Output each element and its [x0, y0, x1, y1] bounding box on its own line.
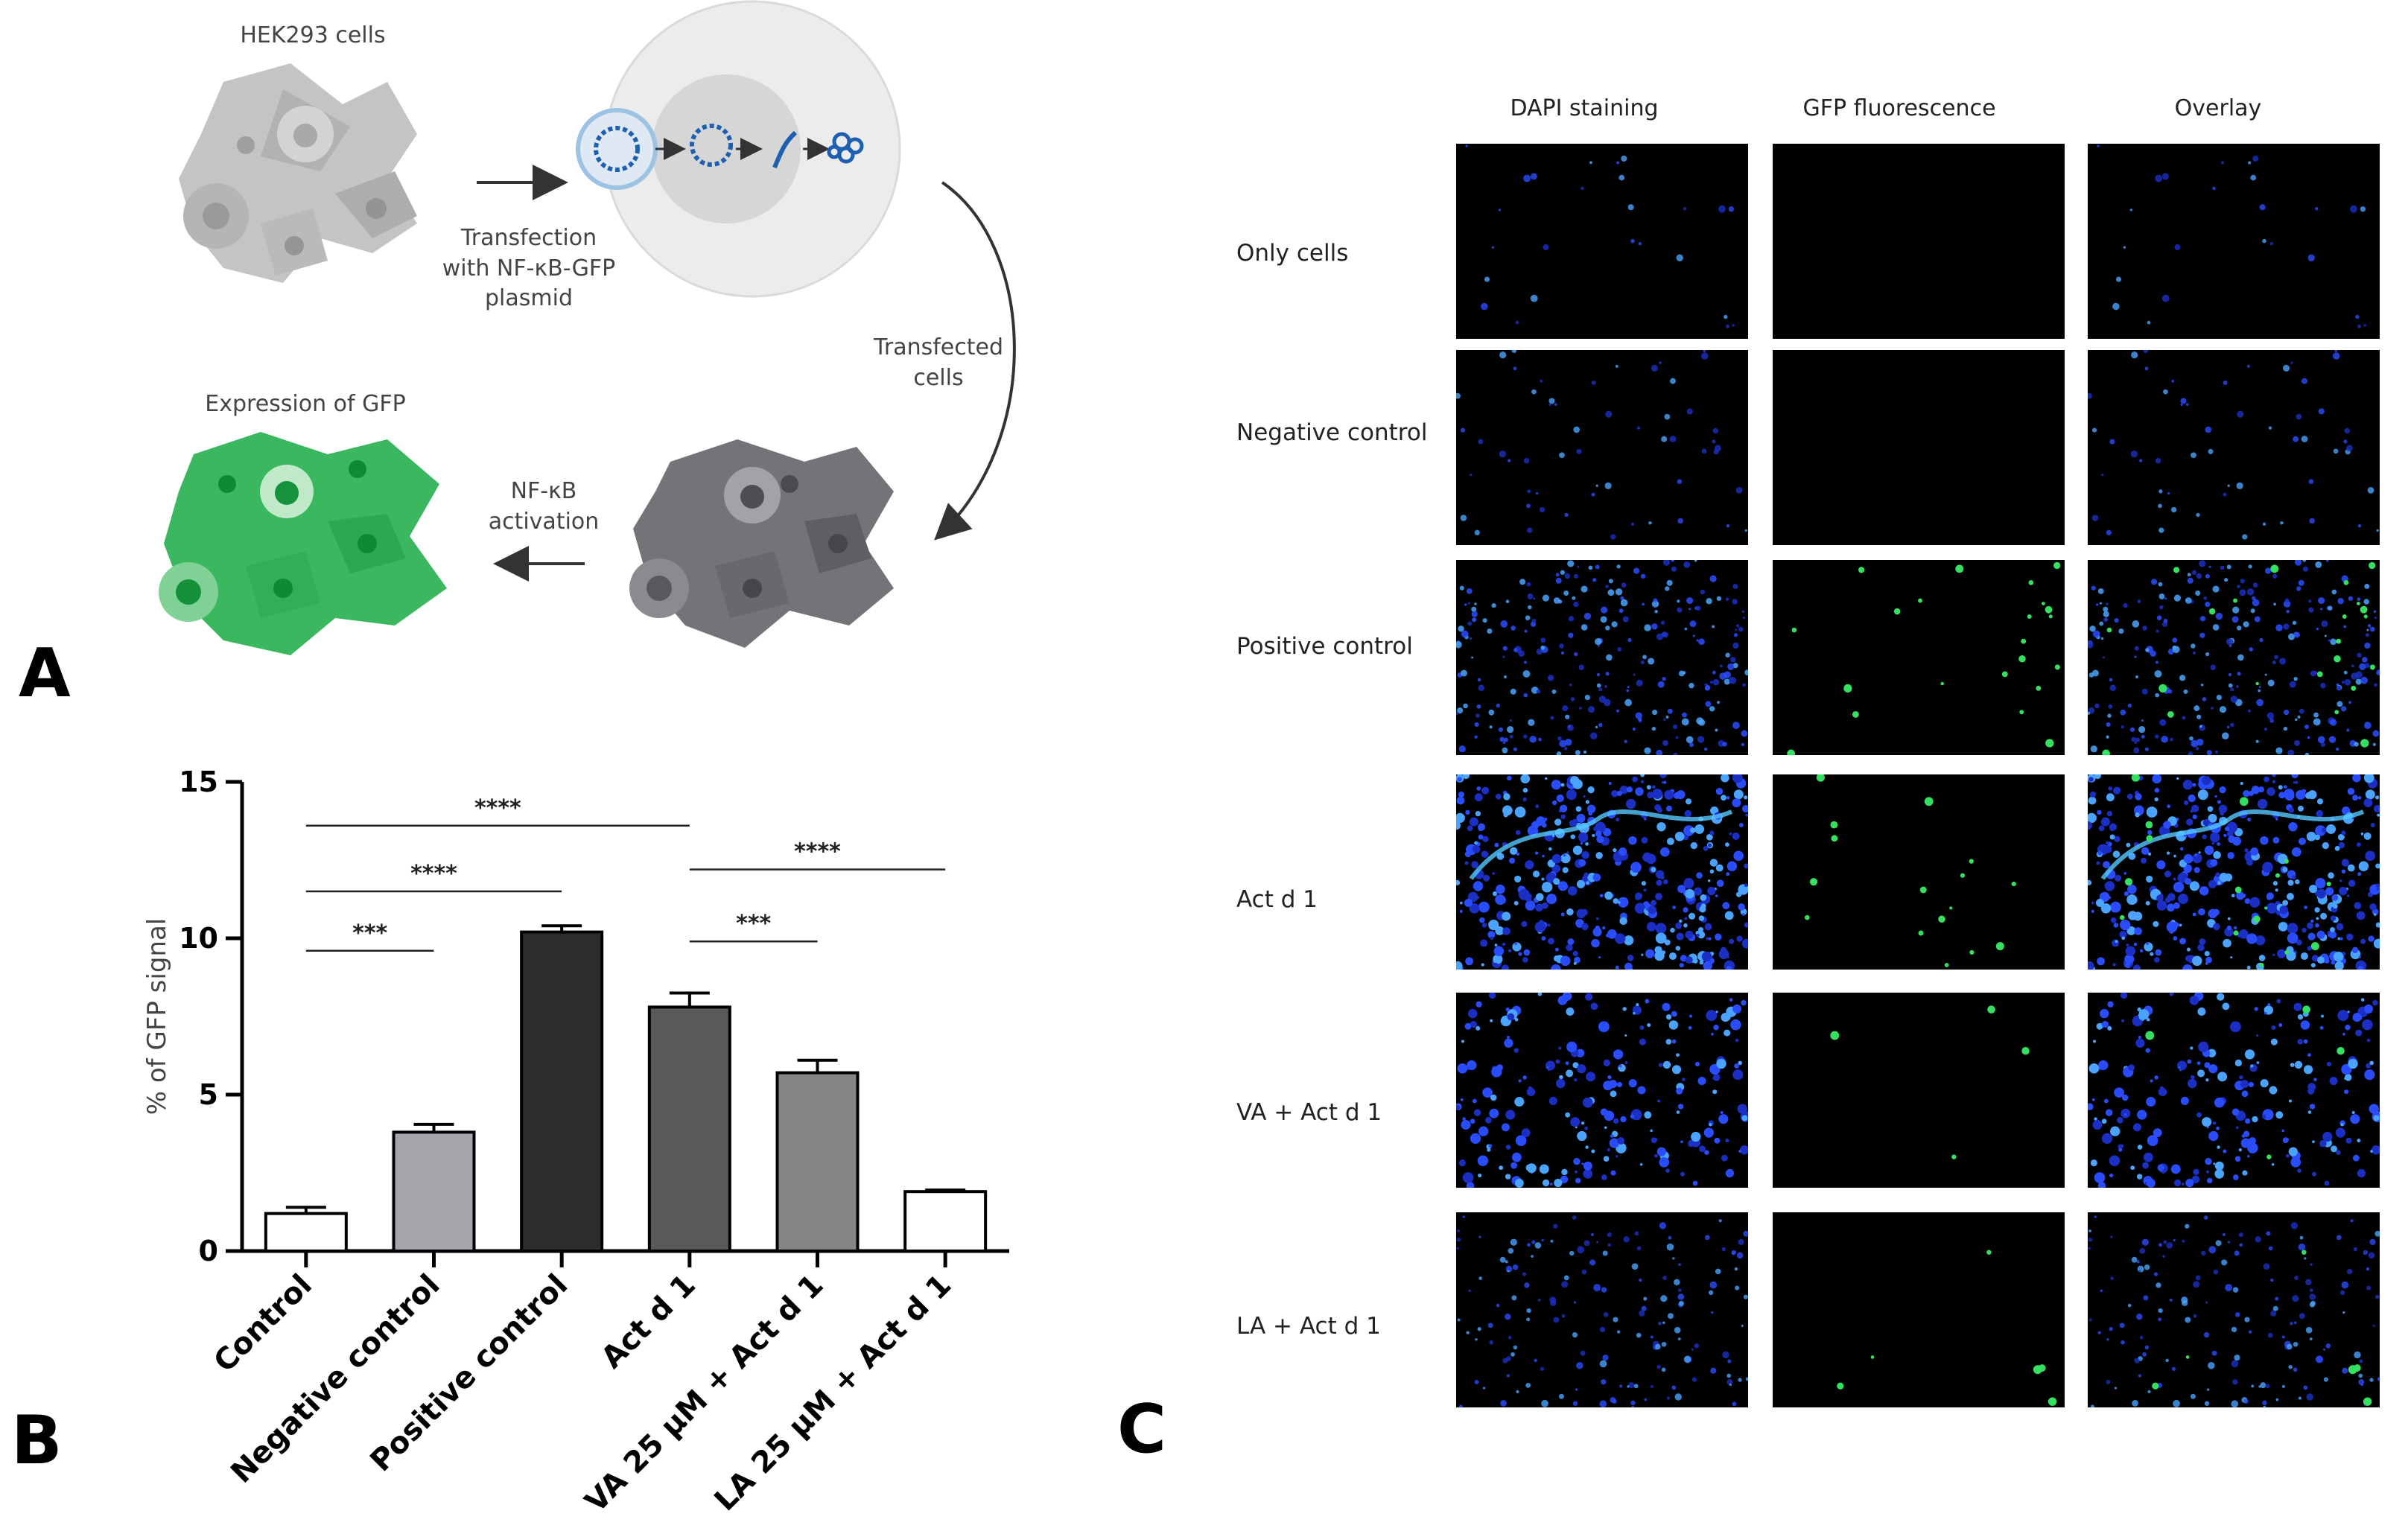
transfection-label: Transfection with NF-κB-GFP plasmid	[442, 225, 616, 311]
y-axis-label: % of GFP signal	[142, 918, 172, 1115]
hek293-label: HEK293 cells	[240, 22, 386, 48]
x-tick-label-5: LA 25 μM + Act d 1	[708, 1268, 959, 1518]
micrograph-la-act-d1-dapi	[1456, 1212, 1748, 1407]
micrograph-act-d1-overlay	[2088, 774, 2380, 970]
micrograph-negative-control-overlay	[2088, 350, 2380, 545]
y-tick-label-3: 15	[179, 766, 218, 798]
bar-5	[903, 1190, 988, 1253]
panel-c-letter: C	[1117, 1390, 1167, 1468]
plasmid-vesicle	[576, 108, 658, 190]
micrograph-only-cells-overlay	[2088, 144, 2380, 339]
x-tick-label-4: VA 25 μM + Act d 1	[579, 1268, 830, 1520]
transfected-cells-label: Transfected cells	[873, 334, 1004, 391]
significance-label-3: ***	[736, 911, 771, 937]
micrograph-la-act-d1-gfp	[1773, 1212, 2065, 1407]
y-tick-label-2: 10	[179, 922, 218, 955]
significance-label-0: ***	[352, 920, 387, 946]
x-tick-label-1: Negative control	[224, 1268, 446, 1490]
panel-c-microscopy: DAPI staining GFP fluorescence Overlay O…	[1154, 0, 2408, 1530]
y-tick-label-1: 5	[199, 1078, 218, 1111]
micrograph-positive-control-gfp	[1773, 560, 2065, 755]
gfp-expression-label: Expression of GFP	[205, 391, 406, 417]
transfection-schematic	[159, 0, 1016, 655]
column-header-gfp: GFP fluorescence	[1802, 95, 1996, 121]
y-tick-label-0: 0	[199, 1235, 218, 1267]
micrograph-act-d1-gfp	[1773, 774, 2065, 970]
panel-b-letter: B	[11, 1401, 63, 1480]
nucleus	[652, 74, 801, 223]
significance-label-1: ****	[410, 861, 457, 887]
row-label-only-cells: Only cells	[1236, 240, 1349, 267]
row-label-positive-control: Positive control	[1236, 633, 1413, 660]
hek293-cell-cluster	[179, 63, 417, 283]
micrograph-va-act-d1-gfp	[1773, 993, 2065, 1188]
transfected-cell-cluster	[629, 439, 894, 648]
micrograph-only-cells-gfp	[1773, 144, 2065, 339]
plasmid-icon	[690, 124, 733, 167]
micrograph-negative-control-gfp	[1773, 350, 2065, 545]
bar-2	[520, 930, 604, 1253]
panel-a-letter: A	[19, 634, 71, 713]
protein-icon	[827, 132, 864, 164]
significance-label-2: ****	[474, 795, 521, 821]
significance-label-4: ****	[794, 839, 841, 865]
row-label-la-act-d1: LA + Act d 1	[1236, 1313, 1381, 1340]
gfp-cell-cluster	[159, 432, 447, 655]
row-label-act-d1: Act d 1	[1236, 886, 1318, 913]
bar-1	[392, 1130, 476, 1253]
column-header-overlay: Overlay	[2174, 95, 2262, 121]
row-label-negative-control: Negative control	[1236, 419, 1428, 446]
micrograph-positive-control-dapi	[1456, 560, 1748, 755]
micrograph-va-act-d1-dapi	[1456, 993, 1748, 1188]
bar-3	[647, 1005, 731, 1253]
micrograph-negative-control-dapi	[1456, 350, 1748, 545]
row-label-va-act-d1: VA + Act d 1	[1236, 1099, 1382, 1126]
micrograph-only-cells-dapi	[1456, 144, 1748, 339]
micrograph-positive-control-overlay	[2088, 560, 2380, 755]
micrograph-act-d1-dapi	[1456, 774, 1748, 970]
panel-a-schematic: HEK293 cells Transfection with NF-κB-GFP…	[0, 0, 1058, 730]
micrograph-la-act-d1-overlay	[2088, 1212, 2380, 1407]
column-header-dapi: DAPI staining	[1510, 95, 1659, 121]
x-tick-label-0: Control	[207, 1268, 318, 1379]
x-tick-label-3: Act d 1	[595, 1268, 702, 1375]
mrna-icon	[772, 130, 798, 169]
bar-4	[775, 1071, 860, 1253]
bar-0	[264, 1212, 348, 1253]
micrograph-va-act-d1-overlay	[2088, 993, 2380, 1188]
nfkb-activation-label: NF-κB activation	[488, 478, 600, 535]
